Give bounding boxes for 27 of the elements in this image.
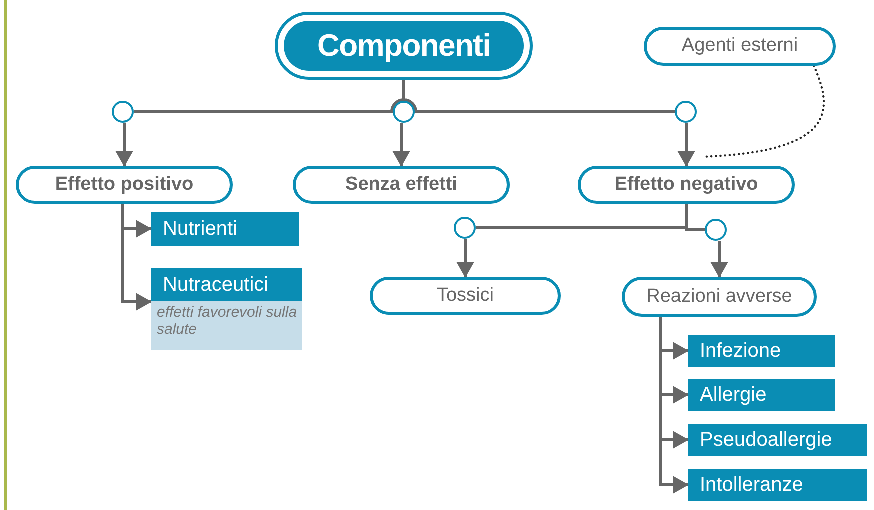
item-tag: Pseudoallergie [688, 424, 867, 456]
category-label: Agenti esterni [682, 34, 798, 58]
title-text: Componenti [284, 21, 524, 71]
category-pill [622, 277, 817, 317]
connector-arrow [116, 123, 134, 167]
connector-arrow [710, 241, 728, 278]
category-pill [578, 166, 795, 204]
category-pill [16, 166, 233, 204]
item-note: effetti favorevoli sulla salute [156, 303, 298, 338]
item-tag: Nutrienti [151, 212, 299, 246]
category-pill [293, 166, 510, 204]
item-tag: Intolleranze [688, 469, 867, 501]
item-card [151, 268, 302, 350]
category-label: Tossici [436, 284, 494, 308]
item-tag: Allergie [688, 379, 835, 411]
category-pill [370, 277, 561, 315]
item-tag: Infezione [688, 335, 835, 367]
connector-arrow [678, 123, 696, 167]
category-pill [644, 27, 836, 66]
connector-arrow [456, 239, 474, 278]
connector-arrow [685, 204, 705, 232]
category-label: Effetto positivo [55, 172, 194, 197]
connector-arrow [392, 123, 410, 167]
item-title: Nutraceutici [151, 268, 302, 301]
category-label: Reazioni avverse [646, 284, 792, 309]
category-label: Senza effetti [346, 172, 458, 197]
category-label: Effetto negativo [614, 172, 758, 197]
